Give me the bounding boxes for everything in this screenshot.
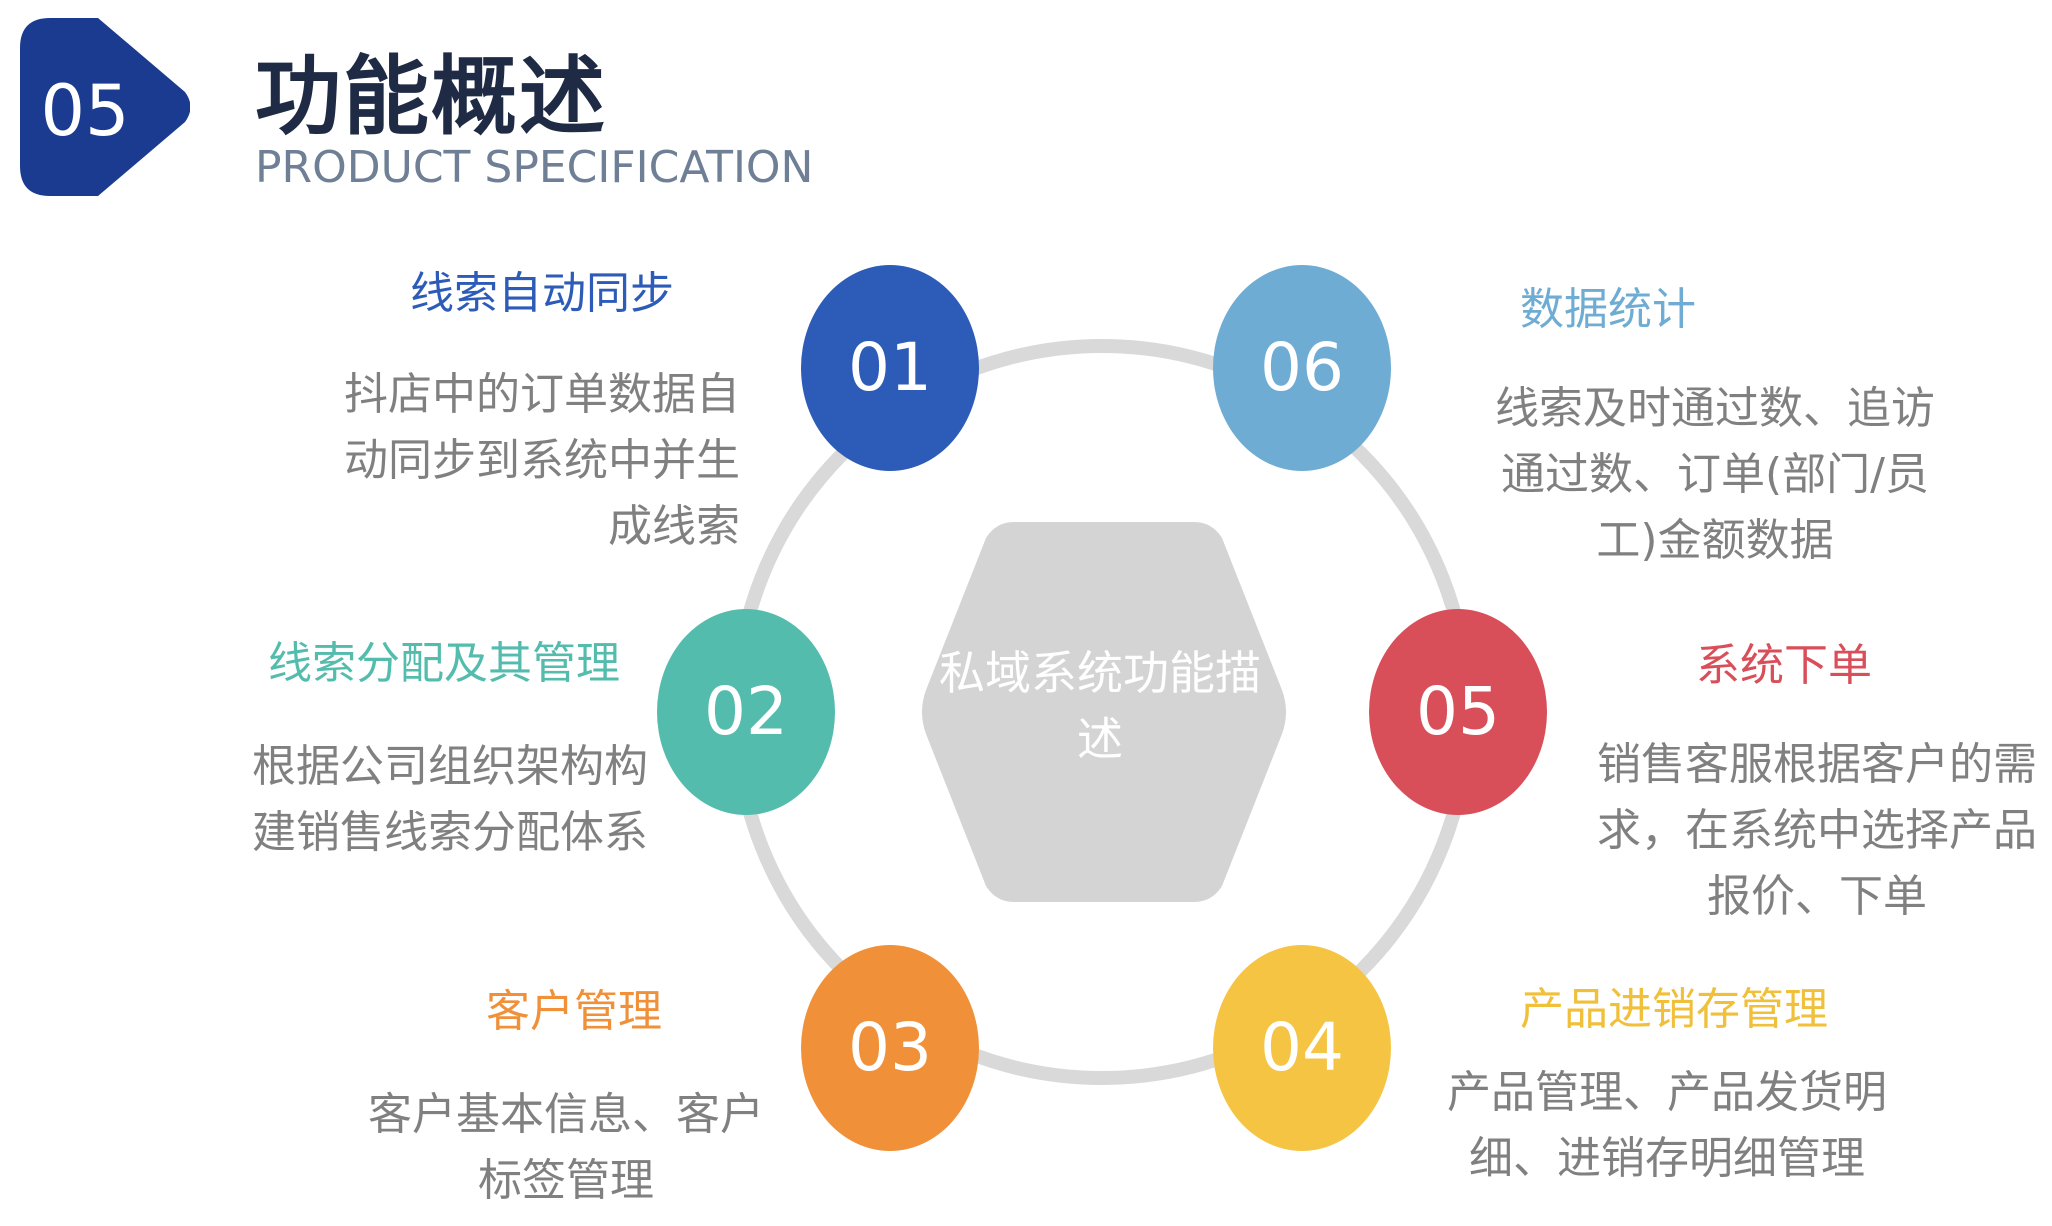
center-hexagon bbox=[922, 522, 1286, 902]
item-title-02: 线索分配及其管理 bbox=[268, 638, 620, 689]
item-description-01: 抖店中的订单数据自动同步到系统中并生成线索 bbox=[344, 369, 740, 552]
node-number-06: 06 bbox=[1260, 329, 1344, 406]
node-number-02: 02 bbox=[704, 673, 788, 750]
node-circle-02 bbox=[657, 609, 835, 815]
section-number: 05 bbox=[40, 70, 130, 152]
page-subtitle: PRODUCT SPECIFICATION bbox=[255, 142, 814, 193]
badge-arrow-shape bbox=[20, 18, 190, 196]
item-description-06: 线索及时通过数、追访通过数、订单(部门/员工)金额数据 bbox=[1495, 383, 1935, 566]
node-number-05: 05 bbox=[1416, 673, 1500, 750]
section-badge-shape bbox=[20, 18, 190, 196]
item-title-01: 线索自动同步 bbox=[410, 268, 674, 319]
node-circle-06 bbox=[1213, 265, 1391, 471]
node-circle-03 bbox=[801, 945, 979, 1151]
node-circle-01 bbox=[801, 265, 979, 471]
node-circle-04 bbox=[1213, 945, 1391, 1151]
node-number-04: 04 bbox=[1260, 1009, 1344, 1086]
center-label: 私域系统功能描述 bbox=[939, 646, 1261, 766]
node-number-01: 01 bbox=[848, 329, 932, 406]
node-circle-05 bbox=[1369, 609, 1547, 815]
item-description-03: 客户基本信息、客户标签管理 bbox=[368, 1089, 764, 1206]
item-title-05: 系统下单 bbox=[1696, 640, 1872, 691]
item-title-04: 产品进销存管理 bbox=[1520, 984, 1828, 1035]
page-title: 功能概述 bbox=[255, 47, 607, 147]
node-number-03: 03 bbox=[848, 1009, 932, 1086]
item-description-02: 根据公司组织架构构建销售线索分配体系 bbox=[252, 741, 648, 858]
item-description-05: 销售客服根据客户的需求，在系统中选择产品报价、下单 bbox=[1597, 739, 2037, 922]
item-title-03: 客户管理 bbox=[486, 986, 662, 1037]
item-title-06: 数据统计 bbox=[1520, 284, 1696, 335]
item-description-04: 产品管理、产品发货明细、进销存明细管理 bbox=[1447, 1067, 1887, 1184]
